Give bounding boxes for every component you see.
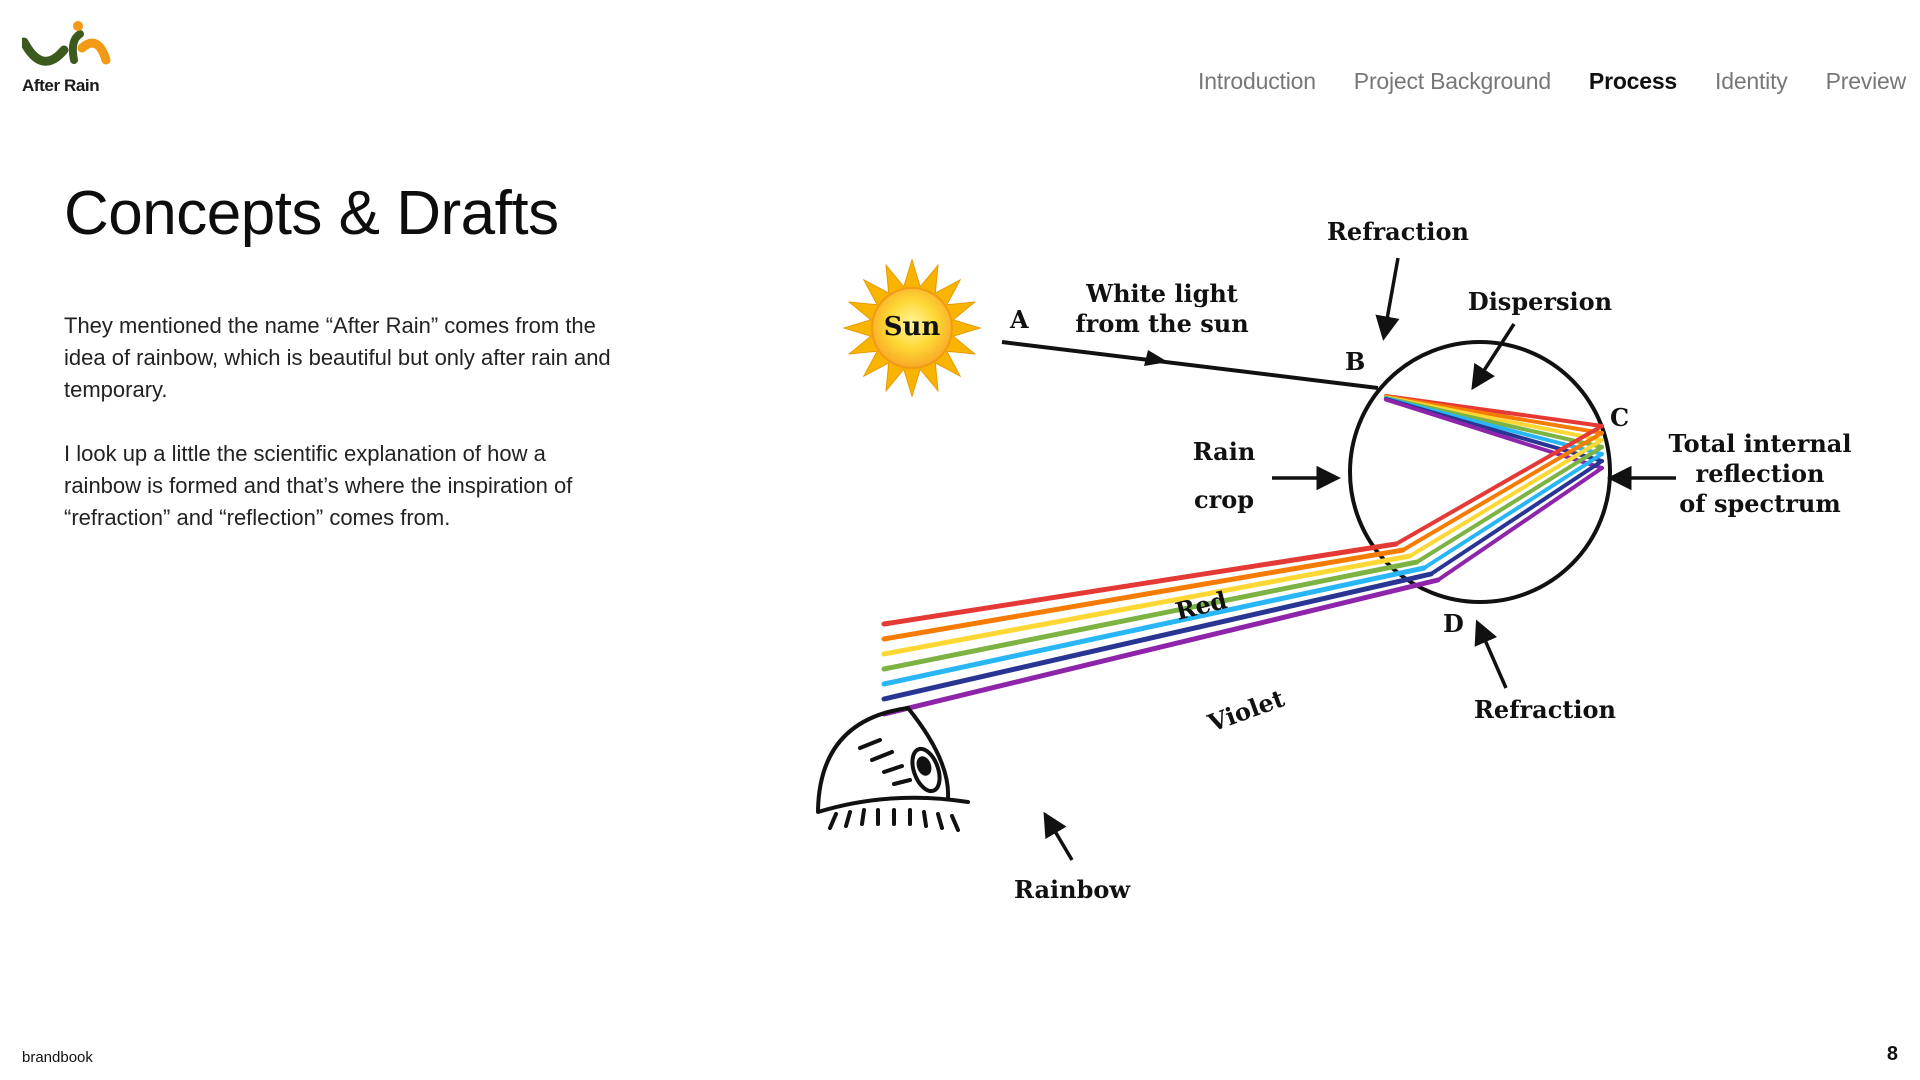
dispersion-arrow-icon bbox=[1471, 323, 1516, 391]
rainbow-rays-to-eye bbox=[881, 541, 1441, 717]
nav-item-preview[interactable]: Preview bbox=[1825, 68, 1907, 94]
body-text: They mentioned the name “After Rain” com… bbox=[64, 310, 624, 566]
violet-label: Violet bbox=[1203, 683, 1288, 738]
paragraph-name-origin: They mentioned the name “After Rain” com… bbox=[64, 313, 611, 402]
rainbow-diagram: Sun A White light from the sun B C D Ref… bbox=[816, 217, 1852, 904]
rainbow-arrow-icon bbox=[1043, 811, 1074, 861]
white-light-label-line1: White light bbox=[1085, 279, 1238, 308]
spectrum-ray bbox=[881, 577, 1441, 717]
refraction-top-arrow-icon bbox=[1375, 257, 1400, 341]
point-c-label: C bbox=[1610, 403, 1629, 432]
spectrum-ray bbox=[881, 541, 1399, 627]
total-reflection-label-line2: reflection bbox=[1696, 459, 1825, 488]
brand-logo[interactable]: After Rain bbox=[22, 20, 112, 98]
spectrum-ray bbox=[881, 547, 1406, 642]
refraction-bottom-label: Refraction bbox=[1474, 695, 1616, 724]
refraction-bottom-arrow-icon bbox=[1474, 619, 1508, 689]
point-b-label: B bbox=[1345, 347, 1365, 376]
top-nav: Introduction Project Background Process … bbox=[1198, 68, 1906, 95]
spectrum-ray bbox=[1384, 397, 1604, 470]
paragraph-inspiration: I look up a little the scientific explan… bbox=[64, 441, 573, 530]
spectrum-ray bbox=[881, 559, 1420, 672]
white-light-ray bbox=[1001, 340, 1379, 390]
total-reflection-label-line3: of spectrum bbox=[1679, 489, 1840, 518]
spectrum-ray bbox=[881, 571, 1434, 702]
nav-item-project-background[interactable]: Project Background bbox=[1353, 68, 1551, 94]
page-number: 8 bbox=[1886, 1043, 1898, 1065]
sun-icon bbox=[842, 258, 982, 398]
spectrum-ray bbox=[1436, 466, 1604, 582]
white-light-arrow-icon bbox=[1144, 350, 1168, 366]
spectrum-ray bbox=[1394, 424, 1604, 546]
dispersion-label: Dispersion bbox=[1468, 287, 1612, 316]
spectrum-ray bbox=[881, 565, 1427, 687]
nav-item-introduction[interactable]: Introduction bbox=[1198, 68, 1316, 94]
total-reflection-label-line1: Total internal bbox=[1669, 429, 1852, 458]
point-d-label: D bbox=[1443, 609, 1464, 638]
spectrum-ray bbox=[1401, 431, 1604, 552]
white-light-label-line2: from the sun bbox=[1075, 309, 1248, 338]
spectrum-ray bbox=[1415, 445, 1604, 564]
dispersion-fan-b-to-c bbox=[1384, 394, 1604, 470]
rain-drop-label-line1: Rain bbox=[1193, 437, 1256, 466]
page-title: Concepts & Drafts bbox=[64, 179, 559, 248]
rainbow-label: Rainbow bbox=[1014, 875, 1131, 904]
point-a-label: A bbox=[1009, 305, 1029, 334]
footer-label: brandbook bbox=[22, 1049, 93, 1066]
nav-item-identity[interactable]: Identity bbox=[1715, 68, 1788, 94]
spectrum-ray bbox=[881, 553, 1413, 657]
nav-item-process[interactable]: Process bbox=[1588, 68, 1678, 94]
refraction-top-label: Refraction bbox=[1327, 217, 1469, 246]
sun-label: Sun bbox=[884, 312, 941, 342]
rain-drop-label-line2: crop bbox=[1194, 485, 1254, 514]
eye-icon bbox=[816, 706, 970, 832]
reflection-fan-c-to-d bbox=[1394, 424, 1604, 582]
brand-name: After Rain bbox=[22, 76, 100, 95]
spectrum-ray bbox=[1429, 459, 1604, 576]
spectrum-ray bbox=[1408, 438, 1604, 558]
after-rain-logo-icon bbox=[22, 21, 111, 66]
spectrum-ray bbox=[1422, 452, 1604, 570]
